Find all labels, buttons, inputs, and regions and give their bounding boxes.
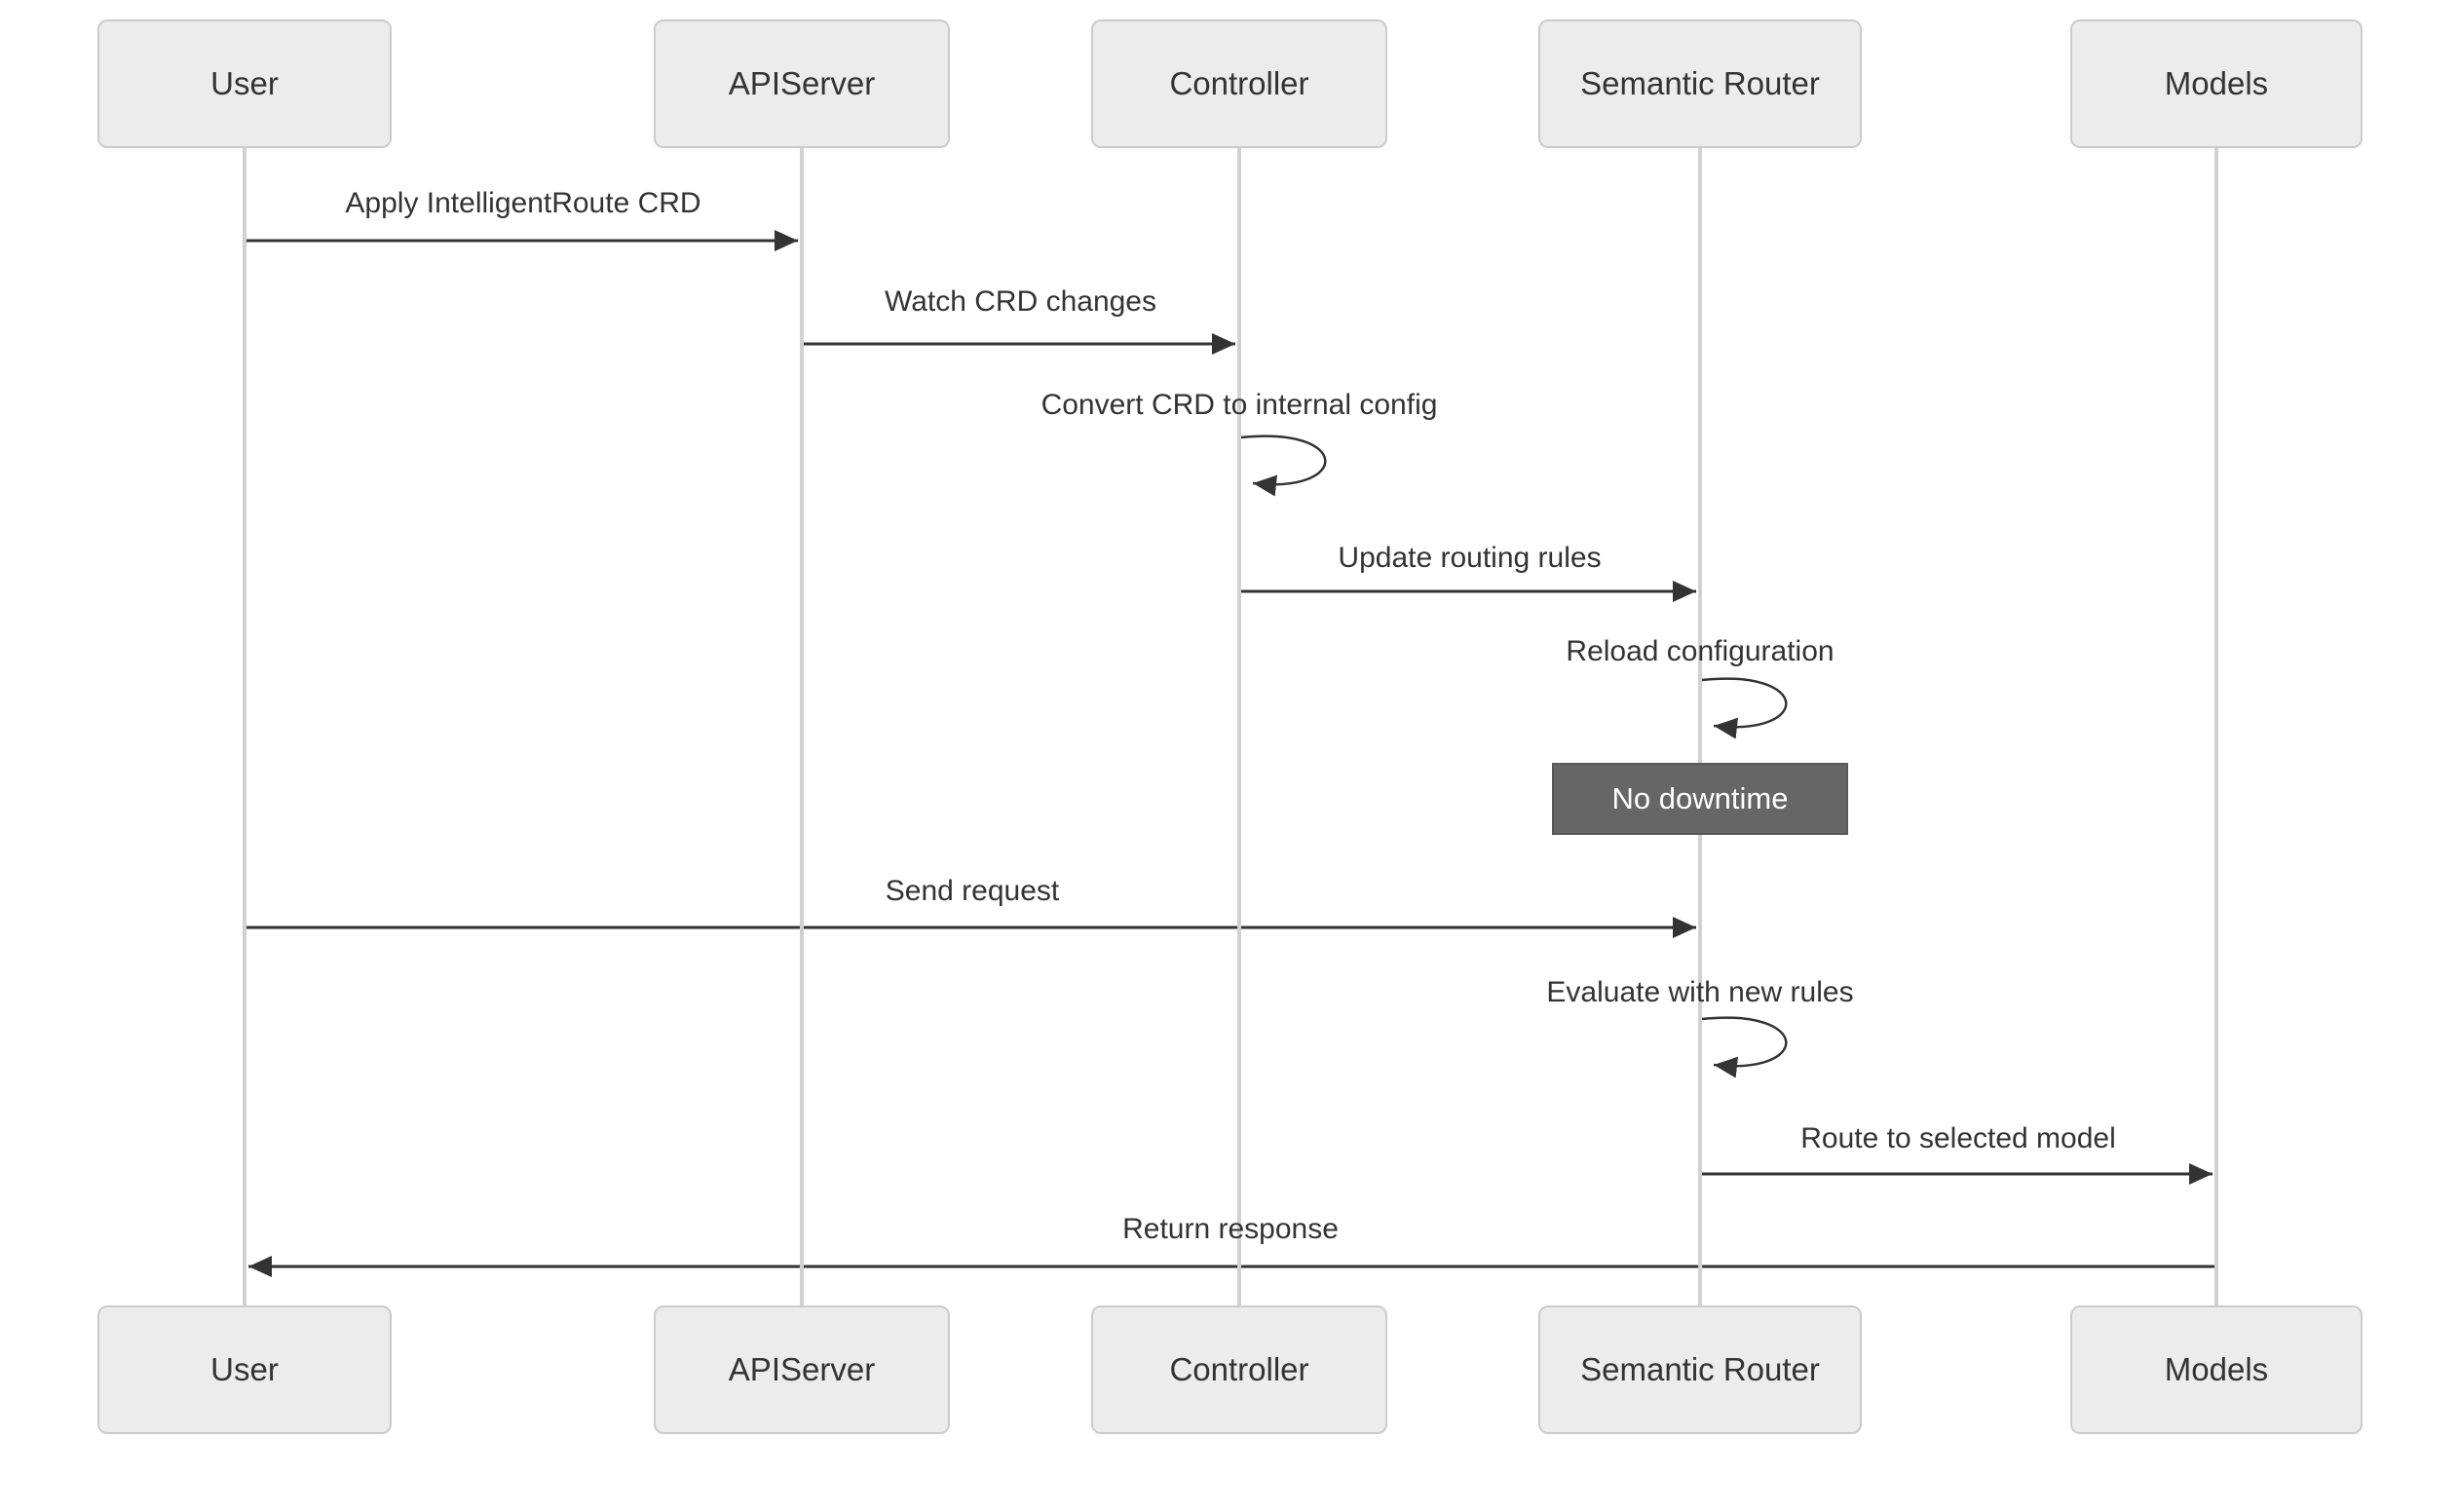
- actor-top-semantic_router: Semantic Router: [1538, 19, 1862, 148]
- note-label: No downtime: [1611, 781, 1789, 815]
- actor-label: Models: [2164, 65, 2269, 101]
- actor-label: Models: [2164, 1351, 2269, 1387]
- actor-bottom-apiserver: APIServer: [654, 1305, 950, 1434]
- actor-bottom-controller: Controller: [1091, 1305, 1387, 1434]
- actor-bottom-user: User: [97, 1305, 392, 1434]
- lifeline-controller: [1237, 148, 1241, 1305]
- message-label: Route to selected model: [1800, 1122, 2116, 1154]
- self-loop-arrow: [1240, 435, 1327, 497]
- message-label: Return response: [1122, 1213, 1339, 1245]
- actor-top-controller: Controller: [1091, 19, 1387, 148]
- self-message-label: Convert CRD to internal config: [1040, 389, 1438, 421]
- message-label: Send request: [885, 875, 1060, 907]
- actor-bottom-semantic_router: Semantic Router: [1538, 1305, 1862, 1434]
- self-message-label: Reload configuration: [1566, 635, 1835, 667]
- actor-top-models: Models: [2070, 19, 2363, 148]
- lifeline-apiserver: [800, 148, 804, 1305]
- message-label: Watch CRD changes: [885, 285, 1156, 318]
- actor-label: Semantic Router: [1580, 1351, 1820, 1387]
- actor-label: APIServer: [728, 65, 876, 101]
- self-loop-arrow: [1701, 1016, 1788, 1078]
- lifeline-semantic_router: [1698, 148, 1702, 1305]
- lifeline-models: [2214, 148, 2218, 1305]
- lifeline-user: [243, 148, 246, 1305]
- actor-label: Controller: [1169, 1351, 1309, 1387]
- actor-label: Controller: [1169, 65, 1309, 101]
- actor-top-apiserver: APIServer: [654, 19, 950, 148]
- message-label: Update routing rules: [1338, 542, 1602, 574]
- actor-bottom-models: Models: [2070, 1305, 2363, 1434]
- actor-label: User: [210, 65, 279, 101]
- actor-top-user: User: [97, 19, 392, 148]
- actor-label: APIServer: [728, 1351, 876, 1387]
- actor-label: Semantic Router: [1580, 65, 1820, 101]
- self-loop-arrow: [1701, 677, 1788, 739]
- self-message-label: Evaluate with new rules: [1546, 976, 1854, 1008]
- message-label: Apply IntelligentRoute CRD: [345, 187, 701, 219]
- note-no-downtime: No downtime: [1552, 763, 1848, 835]
- actor-label: User: [210, 1351, 279, 1387]
